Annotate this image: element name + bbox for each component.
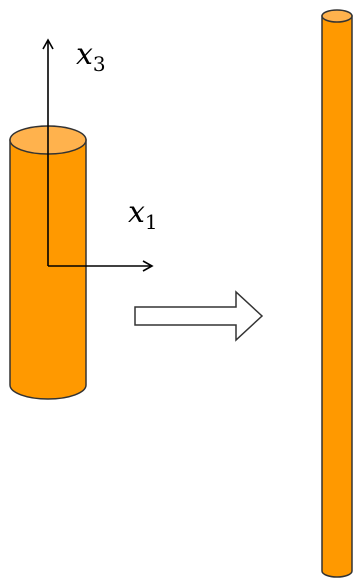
coordinate-axes: x3 x1 [42,37,158,272]
long-cylinder-top [321,9,353,23]
transform-arrow-icon [134,290,264,342]
short-cylinder-body [9,139,87,400]
long-cylinder [321,9,353,578]
axis-x3-label: x3 [76,37,106,76]
axis-x1-label: x1 [128,195,158,234]
long-cylinder-body [321,15,353,578]
